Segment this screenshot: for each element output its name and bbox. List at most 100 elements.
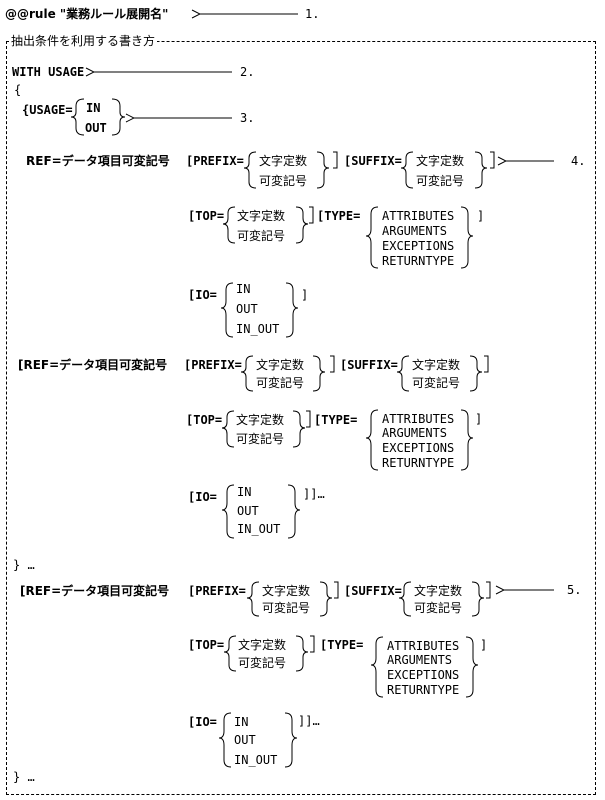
io-option-out: OUT bbox=[234, 733, 256, 747]
with-usage-keyword: WITH USAGE bbox=[12, 65, 85, 79]
prefix-option-variable: 可変記号 bbox=[256, 376, 305, 390]
io-option-in-out: IN_OUT bbox=[234, 753, 278, 767]
prefix-keyword: [PREFIX= bbox=[188, 584, 246, 598]
bracket-close bbox=[484, 355, 489, 373]
io-keyword: [IO= bbox=[188, 715, 217, 729]
brace-left bbox=[400, 151, 414, 189]
type-keyword: [TYPE= bbox=[314, 413, 358, 427]
bracket-close bbox=[490, 151, 495, 169]
type-keyword: [TYPE= bbox=[317, 209, 361, 223]
type-option-arguments: ARGUMENTS bbox=[382, 224, 448, 238]
brace-left bbox=[243, 151, 257, 189]
brace-left bbox=[222, 206, 236, 244]
bracket-close bbox=[310, 635, 315, 653]
bracket-close bbox=[330, 355, 335, 373]
brace-right bbox=[471, 581, 485, 617]
suffix-option-string: 文字定数 bbox=[412, 358, 461, 372]
bracket-close bbox=[333, 151, 338, 169]
io-option-in: IN bbox=[237, 485, 252, 499]
brace-right bbox=[295, 206, 309, 244]
top-option-string: 文字定数 bbox=[237, 209, 286, 223]
brace-left bbox=[218, 712, 232, 768]
brace-left bbox=[246, 581, 260, 617]
brace-left bbox=[240, 355, 254, 392]
ref-keyword: REF=データ項目可変記号 bbox=[26, 154, 170, 168]
brace-left bbox=[223, 635, 237, 672]
io-close-bracket: ]]… bbox=[298, 714, 320, 728]
top-keyword: [TOP= bbox=[186, 413, 223, 427]
rule-declaration: @@rule "業務ルール展開名" bbox=[5, 7, 169, 21]
prefix-option-string: 文字定数 bbox=[256, 358, 305, 372]
suffix-option-variable: 可変記号 bbox=[412, 376, 461, 390]
bracket-close bbox=[306, 410, 311, 428]
suffix-keyword: [SUFFIX= bbox=[340, 358, 398, 372]
io-close-bracket: ] bbox=[301, 288, 309, 302]
brace-right bbox=[316, 151, 330, 189]
brace-left bbox=[398, 581, 412, 617]
brace-left bbox=[370, 636, 384, 698]
brace-right bbox=[284, 712, 298, 768]
brace-left bbox=[396, 355, 410, 392]
brace-right bbox=[312, 355, 326, 392]
top-option-variable: 可変記号 bbox=[237, 229, 286, 243]
type-keyword: [TYPE= bbox=[320, 638, 364, 652]
type-close-bracket: ] bbox=[477, 209, 485, 223]
brace-right bbox=[111, 98, 126, 136]
brace-left bbox=[221, 410, 235, 448]
io-option-in-out: IN_OUT bbox=[237, 522, 281, 536]
io-option-in: IN bbox=[234, 715, 249, 729]
prefix-option-string: 文字定数 bbox=[262, 584, 311, 598]
callout-2: 2. bbox=[240, 65, 255, 79]
brace-right bbox=[460, 409, 474, 471]
suffix-keyword: [SUFFIX= bbox=[344, 584, 402, 598]
prefix-option-string: 文字定数 bbox=[259, 154, 308, 168]
callout-1: 1. bbox=[305, 7, 320, 21]
suffix-option-string: 文字定数 bbox=[414, 584, 463, 598]
callout-3: 3. bbox=[240, 111, 255, 125]
type-option-exceptions: EXCEPTIONS bbox=[382, 239, 455, 253]
top-option-string: 文字定数 bbox=[238, 638, 287, 652]
io-keyword: [IO= bbox=[188, 288, 217, 302]
top-option-variable: 可変記号 bbox=[236, 432, 285, 446]
type-option-attributes: ATTRIBUTES bbox=[382, 412, 455, 426]
prefix-option-variable: 可変記号 bbox=[262, 601, 311, 615]
io-keyword: [IO= bbox=[188, 490, 217, 504]
suffix-option-variable: 可変記号 bbox=[414, 601, 463, 615]
type-option-attributes: ATTRIBUTES bbox=[382, 209, 455, 223]
top-keyword: [TOP= bbox=[188, 638, 225, 652]
bracket-ref-keyword: [REF=データ項目可変記号 bbox=[20, 584, 170, 598]
type-option-attributes: ATTRIBUTES bbox=[387, 639, 460, 653]
brace-left bbox=[221, 484, 235, 539]
example-frame bbox=[6, 41, 596, 795]
brace-right bbox=[292, 410, 306, 448]
io-option-in: IN bbox=[236, 282, 251, 296]
bracket-close bbox=[334, 581, 339, 599]
brace-right bbox=[460, 206, 474, 269]
suffix-option-variable: 可変記号 bbox=[416, 174, 465, 188]
brace-right bbox=[319, 581, 333, 617]
brace-left bbox=[70, 98, 85, 136]
brace-left bbox=[365, 409, 379, 471]
type-option-exceptions: EXCEPTIONS bbox=[387, 668, 460, 682]
type-close-bracket: ] bbox=[475, 412, 483, 426]
type-option-exceptions: EXCEPTIONS bbox=[382, 441, 455, 455]
suffix-keyword: [SUFFIX= bbox=[344, 154, 402, 168]
prefix-keyword: [PREFIX= bbox=[186, 154, 244, 168]
block-close-brace: } … bbox=[13, 770, 35, 784]
brace-right bbox=[295, 635, 309, 672]
callout-4: 4. bbox=[571, 154, 586, 168]
brace-right bbox=[285, 282, 299, 338]
brace-right bbox=[474, 151, 488, 189]
top-option-string: 文字定数 bbox=[236, 413, 285, 427]
top-option-variable: 可変記号 bbox=[238, 656, 287, 670]
type-option-returntype: RETURNTYPE bbox=[382, 254, 455, 268]
io-option-in-out: IN_OUT bbox=[236, 322, 280, 336]
type-close-bracket: ] bbox=[480, 638, 488, 652]
brace-left bbox=[220, 282, 234, 338]
open-brace: { bbox=[14, 83, 22, 97]
prefix-option-variable: 可変記号 bbox=[259, 174, 308, 188]
brace-right bbox=[469, 355, 483, 392]
usage-keyword: {USAGE= bbox=[22, 103, 73, 117]
type-option-returntype: RETURNTYPE bbox=[387, 683, 460, 697]
